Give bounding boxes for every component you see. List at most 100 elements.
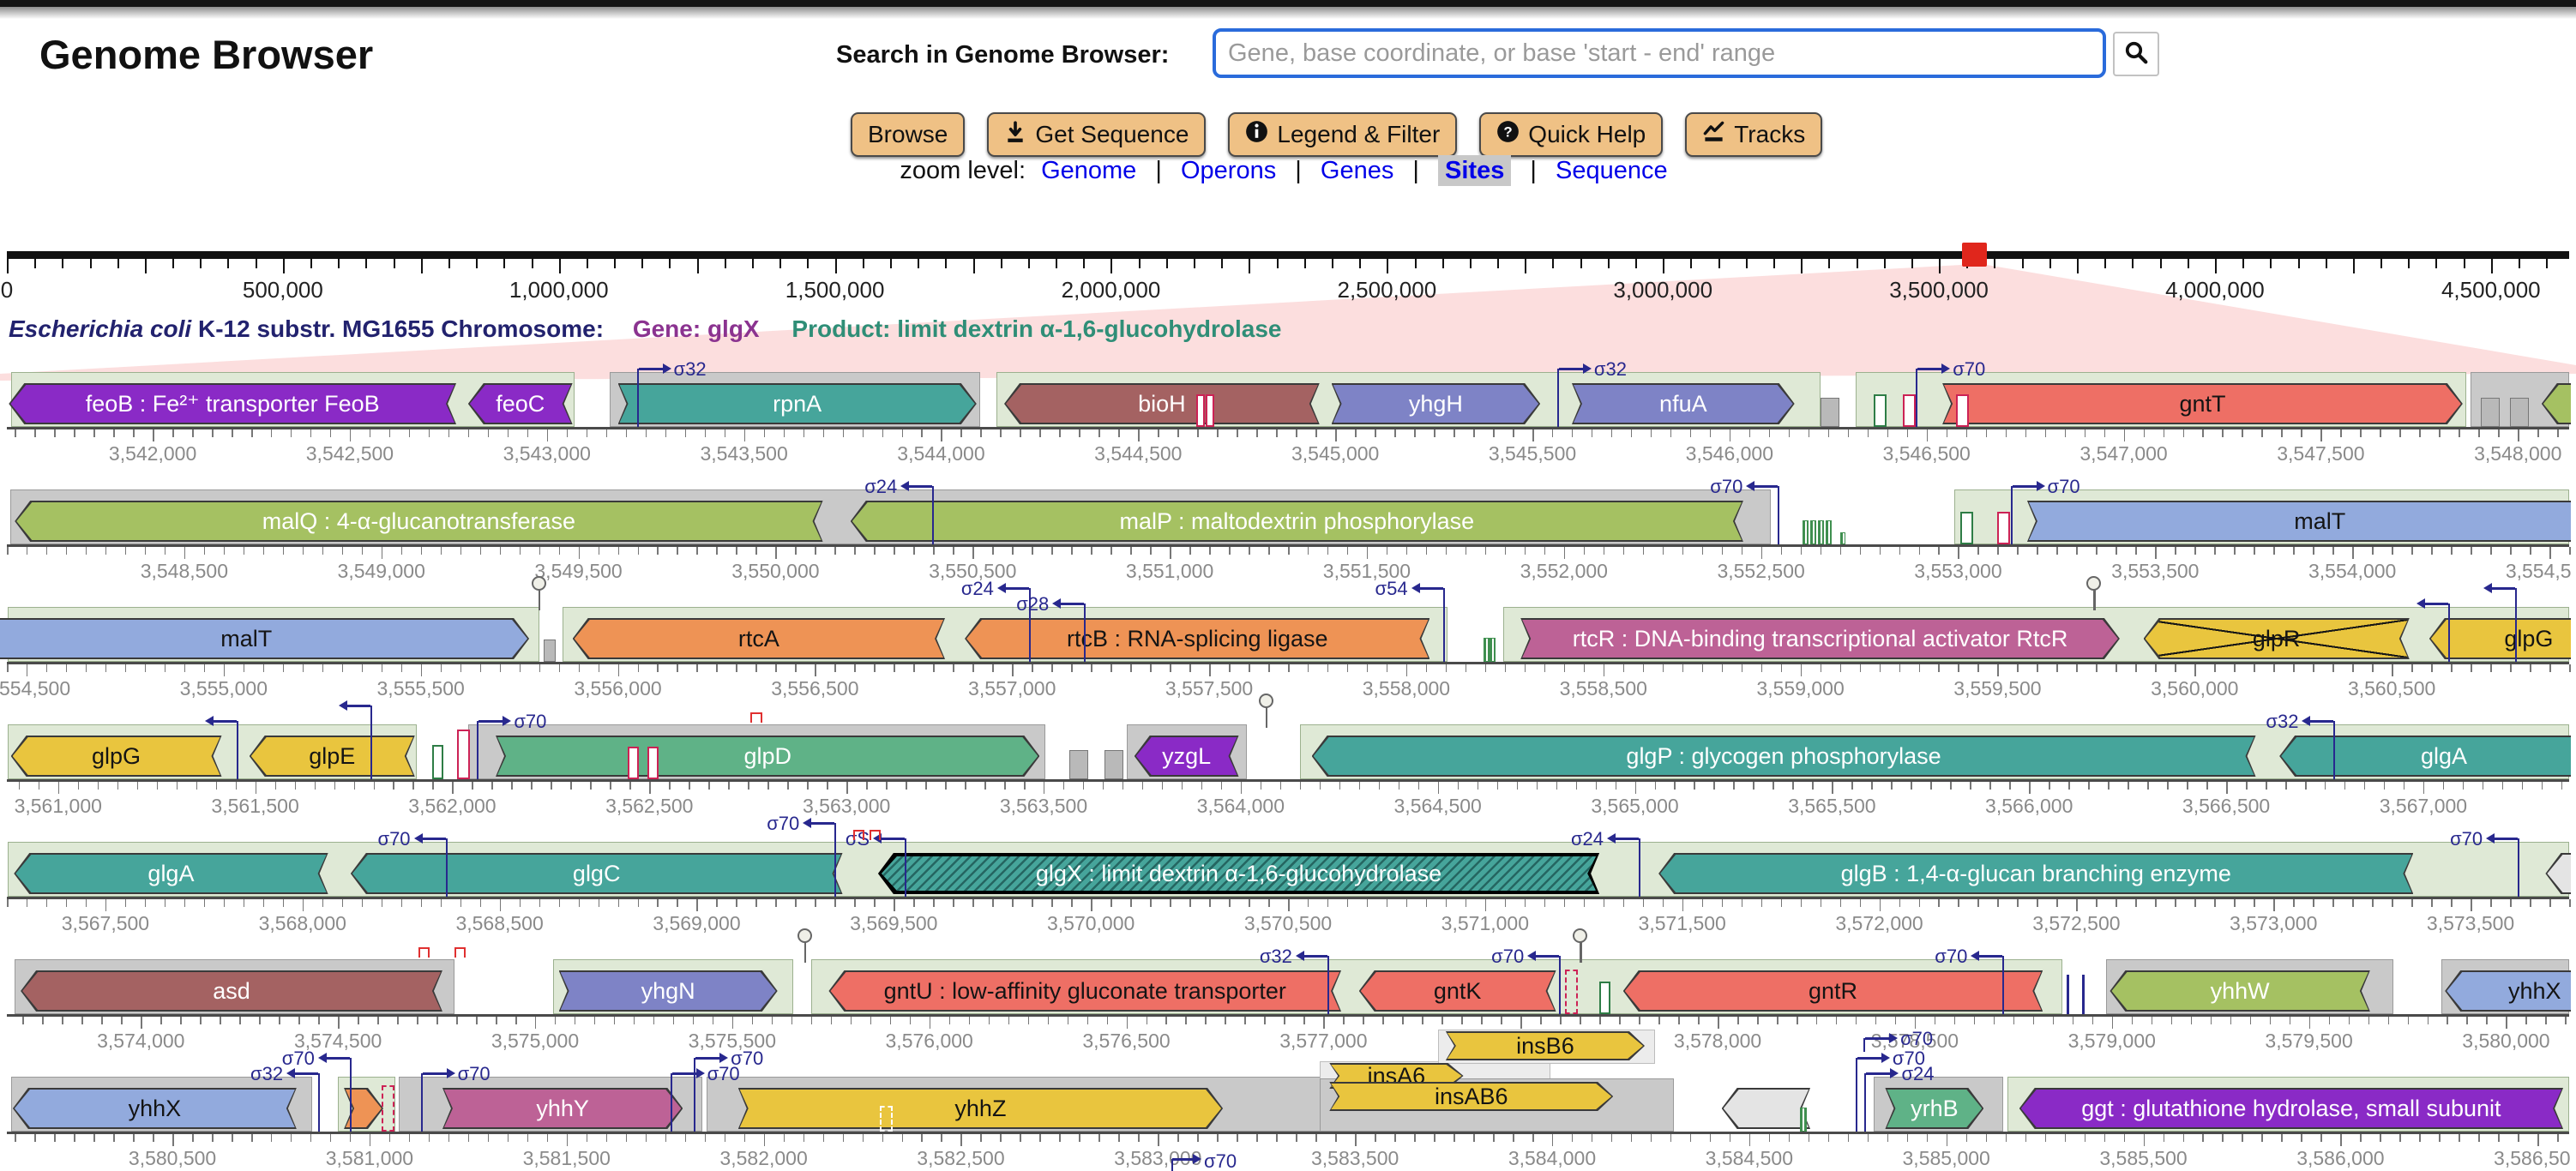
gene-malT[interactable]: malT: [2027, 501, 2571, 542]
gene-bioH[interactable]: bioH: [1004, 383, 1320, 424]
gene-glpD[interactable]: glpD: [496, 736, 1039, 777]
site-gray[interactable]: [1820, 398, 1839, 427]
site-gs[interactable]: [1826, 520, 1833, 544]
gene-glgA[interactable]: glgA: [14, 853, 328, 894]
site-go[interactable]: [1959, 512, 1973, 544]
site-red-bracket[interactable]: [418, 947, 430, 958]
gene-asd[interactable]: asd: [21, 970, 442, 1012]
site-gs[interactable]: [1802, 520, 1809, 544]
coordinate-label: 3,543,500: [700, 442, 788, 465]
gene-yhhX[interactable]: yhhX: [13, 1088, 297, 1129]
site-red-bracket[interactable]: [454, 947, 466, 958]
gene-yhhZ[interactable]: yhhZ: [738, 1088, 1223, 1129]
site-gray[interactable]: [544, 640, 557, 662]
gene-ggt[interactable]: ggt : glutathione hydrolase, small subun…: [2019, 1088, 2563, 1129]
site-gs[interactable]: [1799, 1108, 1807, 1132]
gene-gntT[interactable]: gntT: [1942, 383, 2463, 424]
gene-yhhW[interactable]: yhhW: [2110, 970, 2369, 1012]
gene-gntK[interactable]: gntK: [1359, 970, 1556, 1012]
site-pot[interactable]: [456, 730, 470, 779]
gene-glgA[interactable]: glgA: [2279, 736, 2571, 777]
gene-feoC[interactable]: feoC: [468, 383, 573, 424]
gene-gntU[interactable]: gntU : low-affinity gluconate transporte…: [828, 970, 1341, 1012]
site-pd[interactable]: [381, 1085, 394, 1132]
site-go[interactable]: [432, 745, 444, 779]
gene-malP[interactable]: malP : maltodextrin phosphorylase: [851, 501, 1743, 542]
gene-rtcA[interactable]: rtcA: [573, 618, 945, 659]
site-red-bracket[interactable]: [869, 830, 881, 840]
site-gray[interactable]: [2510, 398, 2530, 427]
gene-glgX[interactable]: glgX : limit dextrin α-1,6-glucohydrolas…: [878, 853, 1599, 894]
zoom-level-label: zoom level:: [900, 157, 1026, 184]
gene-gntR[interactable]: gntR: [1623, 970, 2043, 1012]
view-marker[interactable]: [1961, 243, 1987, 267]
row-tick: [1414, 429, 1416, 437]
gene-insB6[interactable]: insB6: [1446, 1031, 1645, 1060]
gene-insAB6[interactable]: insAB6: [1329, 1082, 1613, 1111]
site-po[interactable]: [647, 747, 659, 779]
site-gs[interactable]: [1810, 520, 1817, 544]
site-pd[interactable]: [1564, 970, 1578, 1014]
browse-button[interactable]: Browse: [851, 112, 966, 157]
site-wd[interactable]: [880, 1106, 894, 1132]
gene-feoB[interactable]: feoB : Fe²⁺ transporter FeoB: [9, 383, 456, 424]
tracks-button[interactable]: Tracks: [1685, 112, 1823, 157]
zoom-link-sequence[interactable]: Sequence: [1556, 157, 1668, 184]
site-gray[interactable]: [1104, 750, 1124, 779]
site-gray[interactable]: [1068, 750, 1088, 779]
gene-yhhY[interactable]: yhhY: [442, 1088, 683, 1129]
zoom-link-operons[interactable]: Operons: [1180, 157, 1277, 184]
row-tick: [1563, 664, 1566, 672]
site-gs[interactable]: [1818, 520, 1825, 544]
gene-yrhB[interactable]: yrhB: [1885, 1088, 1983, 1129]
gene-glpG[interactable]: glpG: [11, 736, 222, 777]
site-nl[interactable]: [2066, 975, 2069, 1014]
gene-yhhX[interactable]: yhhX: [2445, 970, 2571, 1012]
zoom-link-sites[interactable]: Sites: [1438, 155, 1512, 186]
gene-rtcR[interactable]: rtcR : DNA-binding transcriptional activ…: [1520, 618, 2120, 659]
gene-yhgN[interactable]: yhgN: [559, 970, 778, 1012]
legend-filter-button[interactable]: Legend & Filter: [1228, 112, 1458, 157]
gene-malQ[interactable]: malQ : 4-α-glucanotransferase: [15, 501, 822, 542]
site-po[interactable]: [1956, 394, 1970, 427]
genome-ruler-tick: [1083, 259, 1086, 268]
row-tick: [1642, 899, 1645, 907]
site-gray[interactable]: [2480, 398, 2500, 427]
gene-nfuA[interactable]: nfuA: [1572, 383, 1795, 424]
site-po[interactable]: [628, 747, 639, 779]
gene-pseudo-fragment[interactable]: [1722, 1088, 1810, 1129]
gene-glgP[interactable]: glgP : glycogen phosphorylase: [1312, 736, 2256, 777]
gene-yzgL[interactable]: yzgL: [1135, 736, 1239, 777]
site-gs[interactable]: [1839, 532, 1845, 544]
site-po[interactable]: [1206, 394, 1215, 427]
site-po[interactable]: [1196, 394, 1206, 427]
gene-glpG[interactable]: glpG: [2429, 618, 2571, 659]
site-gs[interactable]: [1483, 638, 1490, 662]
site-po[interactable]: [1997, 512, 2011, 544]
row-tick: [1375, 429, 1376, 437]
gene-glpR[interactable]: glpR: [2144, 618, 2410, 659]
gene-malT[interactable]: malT: [0, 618, 529, 659]
site-nl[interactable]: [2082, 975, 2085, 1014]
zoom-link-genome[interactable]: Genome: [1041, 157, 1137, 184]
site-gs[interactable]: [1490, 638, 1496, 662]
row-tick: [743, 429, 746, 441]
row-tick: [1268, 664, 1270, 672]
search-input[interactable]: [1213, 28, 2106, 78]
gene-rpnA[interactable]: rpnA: [618, 383, 977, 424]
gene-glgB[interactable]: glgB : 1,4-α-glucan branching enzyme: [1658, 853, 2413, 894]
quick-help-button[interactable]: ? Quick Help: [1479, 112, 1664, 157]
site-go[interactable]: [1873, 394, 1887, 427]
gene-glgC[interactable]: glgC: [351, 853, 843, 894]
site-po[interactable]: [1903, 394, 1917, 427]
site-red-bracket[interactable]: [749, 712, 762, 723]
site-go[interactable]: [1599, 982, 1611, 1014]
search-button[interactable]: [2113, 32, 2159, 76]
gene-rtcB[interactable]: rtcB : RNA-splicing ligase: [965, 618, 1429, 659]
get-sequence-button[interactable]: Get Sequence: [987, 112, 1207, 157]
site-red-bracket[interactable]: [853, 830, 865, 840]
gene-yhgH[interactable]: yhgH: [1332, 383, 1541, 424]
gene-glpE[interactable]: glpE: [250, 736, 415, 777]
zoom-link-genes[interactable]: Genes: [1320, 157, 1394, 184]
